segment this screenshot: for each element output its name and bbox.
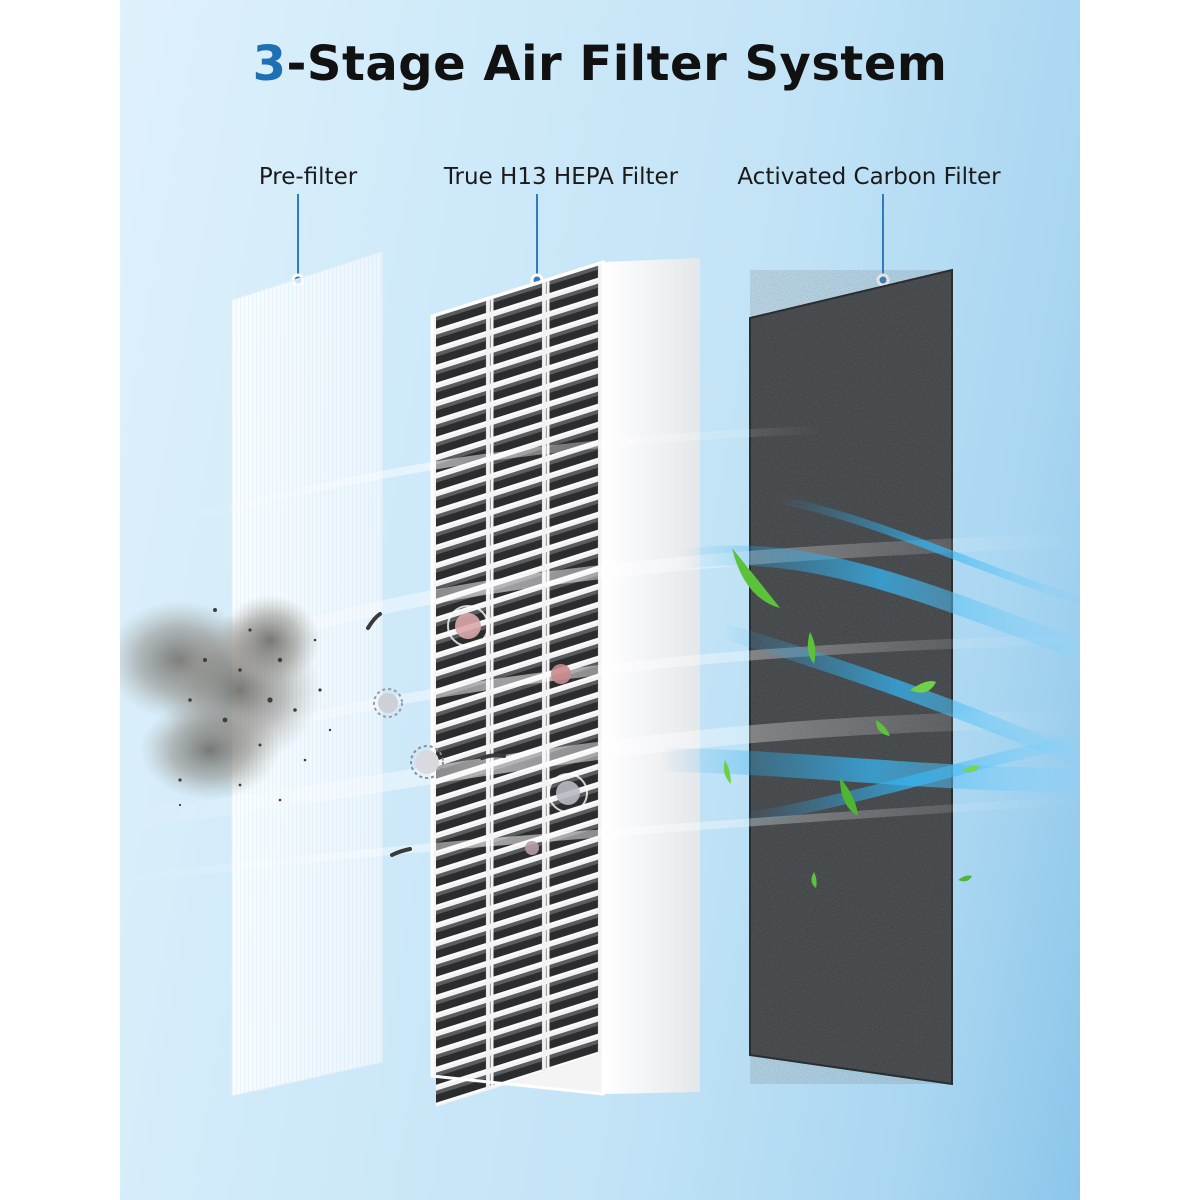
filter-illustration <box>120 194 1080 1107</box>
leader-dot-carbon <box>876 273 890 287</box>
dust-mite-icon <box>366 612 506 857</box>
title-number: 3 <box>252 36 287 92</box>
title-text: -Stage Air Filter System <box>286 36 948 92</box>
label-hepa-filter: True H13 HEPA Filter <box>443 164 679 190</box>
product-panel: 3-Stage Air Filter System Pre-filter Tru… <box>120 0 1080 1200</box>
label-carbon-filter: Activated Carbon Filter <box>737 164 1001 190</box>
dust-cloud-icon <box>120 595 332 807</box>
page-title: 3-Stage Air Filter System <box>120 36 1080 92</box>
label-prefilter: Pre-filter <box>258 164 358 190</box>
leaf-icon <box>723 548 980 888</box>
airflow-wave-blue <box>659 496 1080 826</box>
bacteria-icon <box>373 605 588 855</box>
